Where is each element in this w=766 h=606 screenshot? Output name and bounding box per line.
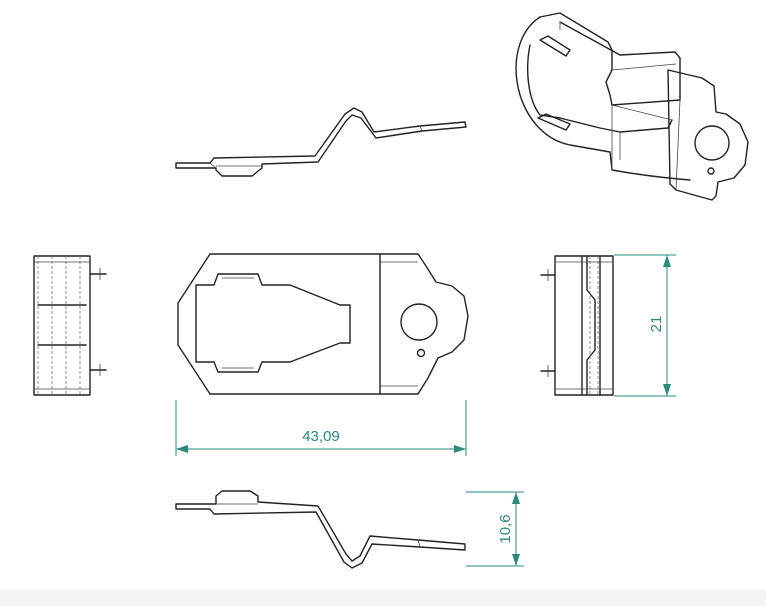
left-side-view xyxy=(33,255,107,396)
right-side-view xyxy=(540,255,614,396)
dimension-height-label: 10,6 xyxy=(497,514,514,543)
dimension-length-label: 43,09 xyxy=(302,428,340,445)
top-elevation-view xyxy=(175,107,467,177)
bottom-elevation-view xyxy=(175,490,466,569)
dimension-height: 10,6 xyxy=(466,491,524,567)
bottom-strip xyxy=(0,590,766,606)
plan-view xyxy=(177,253,469,395)
isometric-view xyxy=(515,12,749,201)
dimension-width: 21 xyxy=(614,254,676,397)
dimension-length: 43,09 xyxy=(175,400,467,456)
dimension-width-label: 21 xyxy=(648,316,665,333)
